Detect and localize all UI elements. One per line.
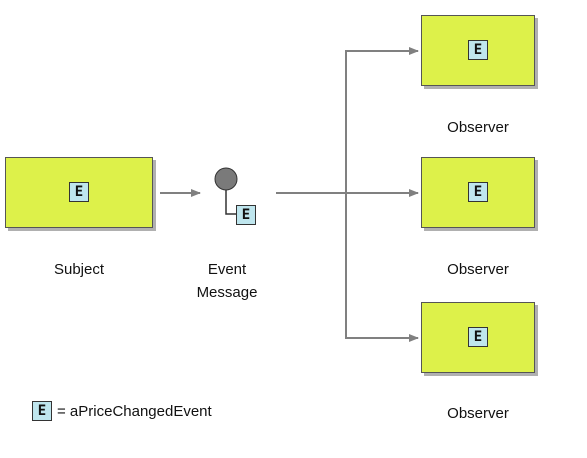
message-stem <box>225 190 236 215</box>
subject-box: E <box>5 157 153 228</box>
observer-label-2: Observer <box>447 261 509 278</box>
message-label-line2: Message <box>196 284 258 301</box>
message-event-badge-icon: E <box>236 205 256 225</box>
event-badge-icon: E <box>468 40 488 60</box>
observer-box-3: E <box>421 302 535 373</box>
subject-label: Subject <box>53 261 105 278</box>
event-badge-icon: E <box>69 182 89 202</box>
observer-box-2: E <box>421 157 535 228</box>
observer-label-1: Observer <box>447 119 509 136</box>
observer-label-3: Observer <box>447 405 509 422</box>
event-badge-icon: E <box>468 182 488 202</box>
legend-text: = aPriceChangedEvent <box>57 403 212 420</box>
message-dot-icon <box>214 167 238 191</box>
event-badge-icon: E <box>468 327 488 347</box>
legend-event-badge-icon: E <box>32 401 52 421</box>
message-label-line1: Event <box>207 261 247 278</box>
observer-box-1: E <box>421 15 535 86</box>
